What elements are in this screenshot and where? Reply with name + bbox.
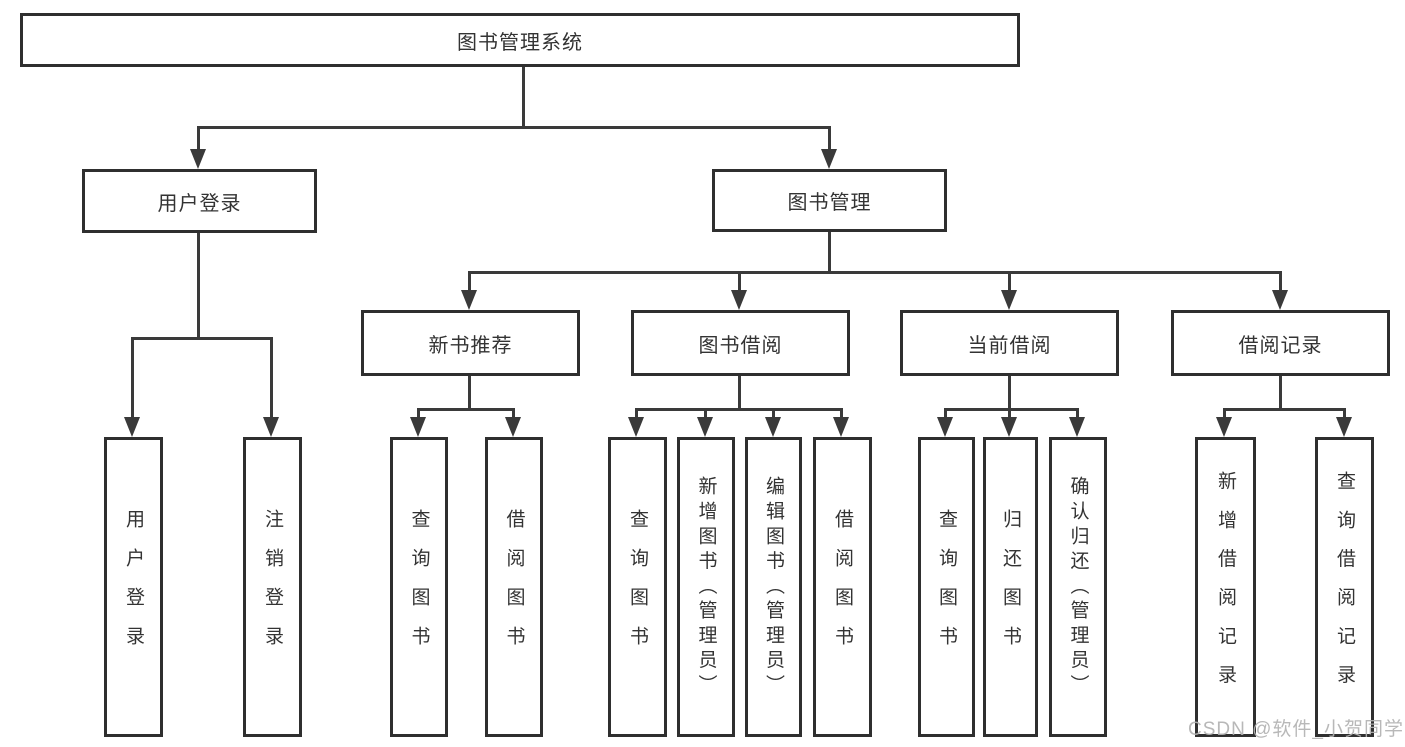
- connector-line: [1279, 271, 1282, 294]
- connector-line: [468, 271, 471, 294]
- connector-line: [840, 408, 843, 420]
- leaf-borrow-books-recommend-label: 借阅图书: [503, 509, 525, 665]
- connector-line: [468, 271, 1282, 274]
- connector-line: [197, 233, 200, 339]
- leaf-query-borrow-record: 查询借阅记录: [1315, 437, 1374, 737]
- leaf-add-books-admin-label: 新增图书（管理员）: [695, 475, 717, 699]
- connector-line: [944, 408, 1079, 411]
- connector-line: [468, 376, 471, 410]
- connector-line: [1279, 376, 1282, 410]
- arrowhead-down-icon: [937, 417, 953, 437]
- node-current-borrowing: 当前借阅: [900, 310, 1119, 376]
- arrowhead-down-icon: [821, 149, 837, 169]
- leaf-logout: 注销登录: [243, 437, 302, 737]
- arrowhead-down-icon: [1001, 417, 1017, 437]
- node-library-system: 图书管理系统: [20, 13, 1020, 67]
- leaf-confirm-return-admin-label: 确认归还（管理员）: [1067, 475, 1089, 699]
- arrowhead-down-icon: [190, 149, 206, 169]
- connector-line: [738, 271, 741, 294]
- connector-line: [828, 232, 831, 273]
- arrowhead-down-icon: [263, 417, 279, 437]
- connector-line: [131, 337, 273, 340]
- arrowhead-down-icon: [1216, 417, 1232, 437]
- arrowhead-down-icon: [1069, 417, 1085, 437]
- node-new-book-recommendation: 新书推荐: [361, 310, 580, 376]
- arrowhead-down-icon: [697, 417, 713, 437]
- leaf-add-borrow-record-label: 新增借阅记录: [1215, 471, 1236, 703]
- leaf-query-books-recommend: 查询图书: [390, 437, 448, 737]
- leaf-query-books-current-label: 查询图书: [936, 509, 957, 665]
- node-book-management-label: 图书管理: [787, 192, 872, 214]
- node-user-login: 用户登录: [82, 169, 317, 233]
- leaf-query-books-current: 查询图书: [918, 437, 975, 737]
- node-book-borrowing-label: 图书借阅: [698, 334, 783, 357]
- connector-line: [828, 126, 831, 154]
- arrowhead-down-icon: [833, 417, 849, 437]
- leaf-return-books: 归还图书: [983, 437, 1038, 737]
- connector-line: [635, 408, 843, 411]
- leaf-add-books-admin: 新增图书（管理员）: [677, 437, 735, 737]
- node-library-system-label: 图书管理系统: [457, 31, 583, 54]
- connector-line: [635, 408, 638, 420]
- leaf-query-borrow-record-label: 查询借阅记录: [1334, 471, 1355, 703]
- node-book-management: 图书管理: [712, 169, 947, 232]
- leaf-borrow-books-recommend: 借阅图书: [485, 437, 543, 737]
- connector-line: [1008, 271, 1011, 294]
- leaf-borrow-books: 借阅图书: [813, 437, 872, 737]
- leaf-edit-books-admin-label: 编辑图书（管理员）: [763, 475, 784, 699]
- leaf-query-books-borrow: 查询图书: [608, 437, 667, 737]
- leaf-confirm-return-admin: 确认归还（管理员）: [1049, 437, 1107, 737]
- leaf-user-login: 用户登录: [104, 437, 163, 737]
- arrowhead-down-icon: [628, 417, 644, 437]
- arrowhead-down-icon: [461, 290, 477, 310]
- connector-line: [522, 67, 525, 126]
- node-user-login-label: 用户登录: [157, 192, 242, 215]
- leaf-query-books-recommend-label: 查询图书: [408, 509, 430, 665]
- arrowhead-down-icon: [505, 417, 521, 437]
- node-new-book-recommendation-label: 新书推荐: [428, 334, 513, 357]
- leaf-user-login-label: 用户登录: [123, 509, 144, 665]
- node-book-borrowing: 图书借阅: [631, 310, 850, 376]
- leaf-edit-books-admin: 编辑图书（管理员）: [745, 437, 802, 737]
- leaf-query-books-borrow-label: 查询图书: [627, 509, 648, 665]
- arrowhead-down-icon: [765, 417, 781, 437]
- connector-line: [704, 408, 707, 420]
- connector-line: [944, 408, 947, 420]
- connector-line: [1223, 408, 1346, 411]
- leaf-borrow-books-label: 借阅图书: [832, 509, 853, 665]
- node-borrowing-records: 借阅记录: [1171, 310, 1390, 376]
- arrowhead-down-icon: [124, 417, 140, 437]
- connector-line: [1076, 408, 1079, 420]
- connector-line: [417, 408, 515, 411]
- connector-line: [738, 376, 741, 410]
- connector-line: [131, 337, 134, 420]
- connector-line: [512, 408, 515, 420]
- arrowhead-down-icon: [410, 417, 426, 437]
- connector-line: [1223, 408, 1226, 420]
- leaf-logout-label: 注销登录: [262, 509, 283, 665]
- leaf-return-books-label: 归还图书: [1000, 509, 1021, 665]
- node-current-borrowing-label: 当前借阅: [967, 334, 1052, 357]
- arrowhead-down-icon: [1336, 417, 1352, 437]
- arrowhead-down-icon: [731, 290, 747, 310]
- leaf-add-borrow-record: 新增借阅记录: [1195, 437, 1256, 737]
- arrowhead-down-icon: [1272, 290, 1288, 310]
- connector-line: [197, 126, 200, 154]
- connector-line: [197, 126, 831, 129]
- node-borrowing-records-label: 借阅记录: [1238, 334, 1323, 357]
- connector-line: [772, 408, 775, 420]
- connector-line: [1008, 376, 1011, 410]
- connector-line: [1343, 408, 1346, 420]
- connector-line: [270, 337, 273, 420]
- connector-line: [417, 408, 420, 420]
- connector-line: [1008, 408, 1011, 420]
- arrowhead-down-icon: [1001, 290, 1017, 310]
